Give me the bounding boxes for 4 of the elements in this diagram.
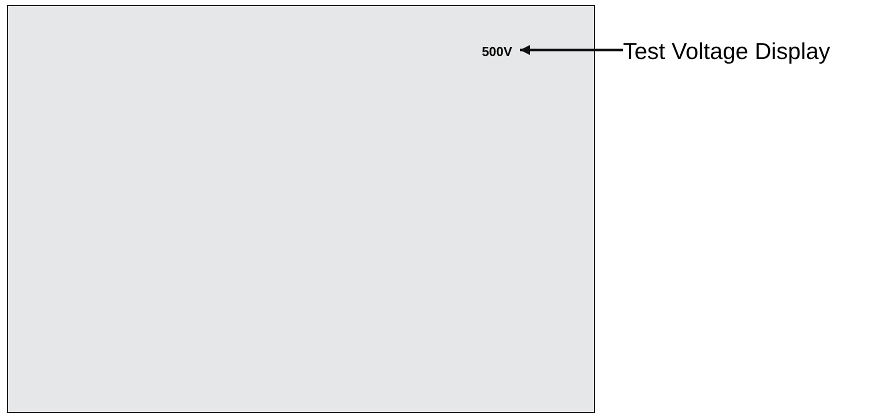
voltage-readout: 500V xyxy=(475,41,519,61)
leader-arrow xyxy=(520,45,623,55)
display-screen xyxy=(7,5,595,413)
callout-label: Test Voltage Display xyxy=(623,36,873,66)
